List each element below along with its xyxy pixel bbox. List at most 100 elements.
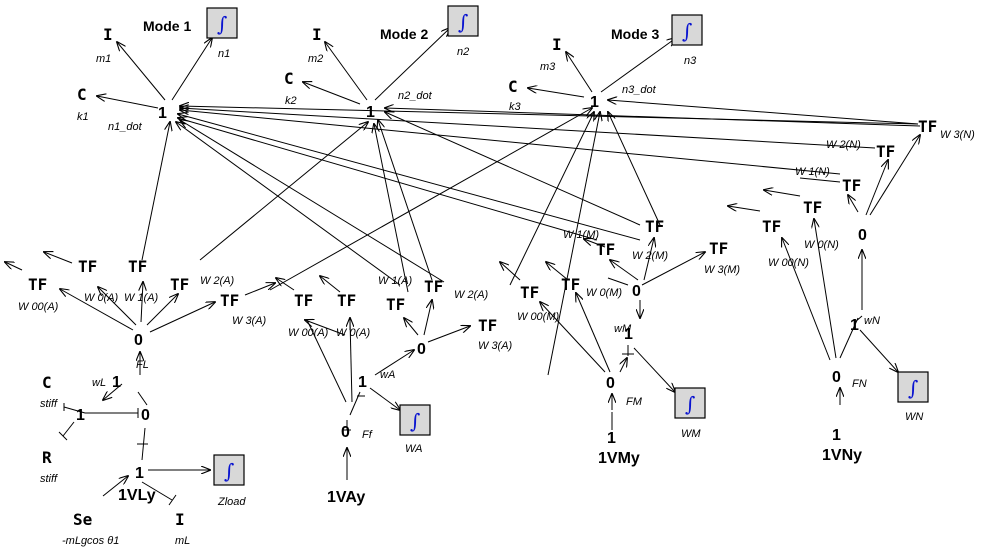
junction-zero-a-bottom: 0 [341, 424, 350, 441]
integrator-n3-box [671, 14, 703, 46]
label-se-effort: -mLgcos θ1 [62, 535, 119, 547]
label-stiff-c: stiff [40, 398, 58, 410]
node-C-stiff: C [42, 373, 52, 392]
tf-w1a-mid: TF [386, 295, 405, 314]
label-m3: m3 [540, 61, 556, 73]
integrator-n2-icon: ∫ [458, 10, 468, 34]
label-vly: 1VLy [118, 487, 156, 504]
label-w00a-left: W 00(A) [18, 301, 59, 313]
label-m1: m1 [96, 53, 111, 65]
junction-one-m: 1 [624, 326, 633, 343]
node-R-stiff: R [42, 448, 52, 467]
label-wn-dot: wN [864, 315, 880, 327]
label-w0m: W 0(M) [586, 287, 622, 299]
label-ml: mL [175, 535, 190, 547]
mode-3: Mode 3 ∫ n3 I m3 C k3 1 n3_dot [508, 14, 703, 113]
integrator-n3-icon: ∫ [682, 19, 692, 43]
node-C-k3: C [508, 77, 518, 96]
junction-zero-n-upper: 0 [858, 227, 867, 244]
label-w2a-left: W 2(A) [200, 275, 235, 287]
a-mid-cluster: W 1(A) TF W 2(A) TF TF TF W 00(A) W 0(A)… [288, 275, 513, 506]
label-n2: n2 [457, 46, 469, 58]
tf-w00a-left: TF [28, 275, 47, 294]
junction-zero-l: 0 [134, 332, 143, 349]
node-I-m1: I [103, 25, 113, 44]
n-transformers-top: TF W 3(N) W 2(N) TF W 1(N) TF [795, 117, 975, 195]
label-wl-dot: wL [92, 377, 106, 389]
label-wa: WA [405, 443, 423, 455]
tf-w1a-left: TF [128, 257, 147, 276]
mode-2: Mode 2 ∫ n2 I m2 C k2 1 n2_dot [284, 5, 479, 121]
mode-3-title: Mode 3 [611, 26, 659, 42]
integrator-n1-box [206, 7, 238, 39]
integrator-wa-icon: ∫ [410, 409, 420, 433]
label-fm: FM [626, 396, 643, 408]
junction-zero-m: 0 [606, 375, 615, 392]
label-w0n: W 0(N) [804, 239, 839, 251]
node-C-k1: C [77, 85, 87, 104]
label-w00n: W 00(N) [768, 257, 809, 269]
integrator-zload-box [213, 454, 245, 486]
label-m2: m2 [308, 53, 323, 65]
junction-one-mode3: 1 [590, 94, 599, 111]
label-vay: 1VAy [327, 489, 365, 506]
tf-w0m: TF [561, 275, 580, 294]
label-zload: Zload [217, 496, 246, 508]
n-cluster: TF W 0(N) TF W 00(N) 0 1 wN 0 FN ∫ WN 1 … [762, 198, 929, 464]
tf-w1n: TF [842, 176, 861, 195]
junction-one-l-mid: 1 [76, 407, 85, 424]
label-n3-dot: n3_dot [622, 84, 657, 96]
junction-one-mode2: 1 [366, 104, 375, 121]
label-vny: 1VNy [822, 447, 862, 464]
label-w3n: W 3(N) [940, 129, 975, 141]
junction-one-l-upper: 1 [112, 374, 121, 391]
label-wm: WM [681, 428, 701, 440]
label-n1: n1 [218, 48, 230, 60]
node-C-k2: C [284, 69, 294, 88]
tf-w3a-mid: TF [478, 316, 497, 335]
tf-w2n: TF [876, 142, 895, 161]
junction-one-l-lower: 1 [135, 465, 144, 482]
integrator-wm-icon: ∫ [685, 392, 695, 416]
tf-w00n: TF [762, 217, 781, 236]
label-vmy: 1VMy [598, 450, 640, 467]
node-I-ml: I [175, 510, 185, 529]
mode-2-title: Mode 2 [380, 26, 428, 42]
label-w2a-mid: W 2(A) [454, 289, 489, 301]
junction-zero-a-mid: 0 [417, 341, 426, 358]
label-w3a-left: W 3(A) [232, 315, 267, 327]
node-Se: Se [73, 510, 92, 529]
label-w3a-mid: W 3(A) [478, 340, 513, 352]
integrator-wm-box [674, 387, 706, 419]
junction-one-n: 1 [850, 317, 859, 334]
label-ff: Ff [362, 429, 373, 441]
junction-zero-n: 0 [832, 369, 841, 386]
label-w0a-left: W 0(A) [84, 292, 119, 304]
label-w0a-mid: W 0(A) [336, 327, 371, 339]
junction-one-a: 1 [358, 374, 367, 391]
tf-w0a-mid: TF [337, 291, 356, 310]
tf-w3n: TF [918, 117, 937, 136]
tf-w2a-left-tf: TF [170, 275, 189, 294]
node-I-m3: I [552, 35, 562, 54]
tf-w2m: TF [596, 240, 615, 259]
label-k3: k3 [509, 101, 522, 113]
integrator-wn-box [897, 371, 929, 403]
left-cluster: TF TF TF TF W 2(A) W 0(A) W 1(A) W 00(A)… [18, 257, 267, 547]
tf-w1m: TF [645, 217, 664, 236]
label-w2m: W 2(M) [632, 250, 668, 262]
junction-zero-l-mid: 0 [141, 407, 150, 424]
junction-one-mode1: 1 [158, 105, 167, 122]
label-k2: k2 [285, 95, 297, 107]
label-w1m: W 1(M) [563, 229, 599, 241]
mode-1-title: Mode 1 [143, 18, 191, 34]
tf-w0n: TF [803, 198, 822, 217]
node-I-m2: I [312, 25, 322, 44]
label-w3m: W 3(M) [704, 264, 740, 276]
label-w00m: W 00(M) [517, 311, 560, 323]
integrator-wn-icon: ∫ [908, 376, 918, 400]
tf-w00a-mid: TF [294, 291, 313, 310]
label-n2-dot: n2_dot [398, 90, 433, 102]
m-cluster: TF W 1(M) TF W 2(M) TF W 3(M) 0 TF W 0(M… [517, 217, 740, 467]
label-n1-dot: n1_dot [108, 121, 143, 133]
